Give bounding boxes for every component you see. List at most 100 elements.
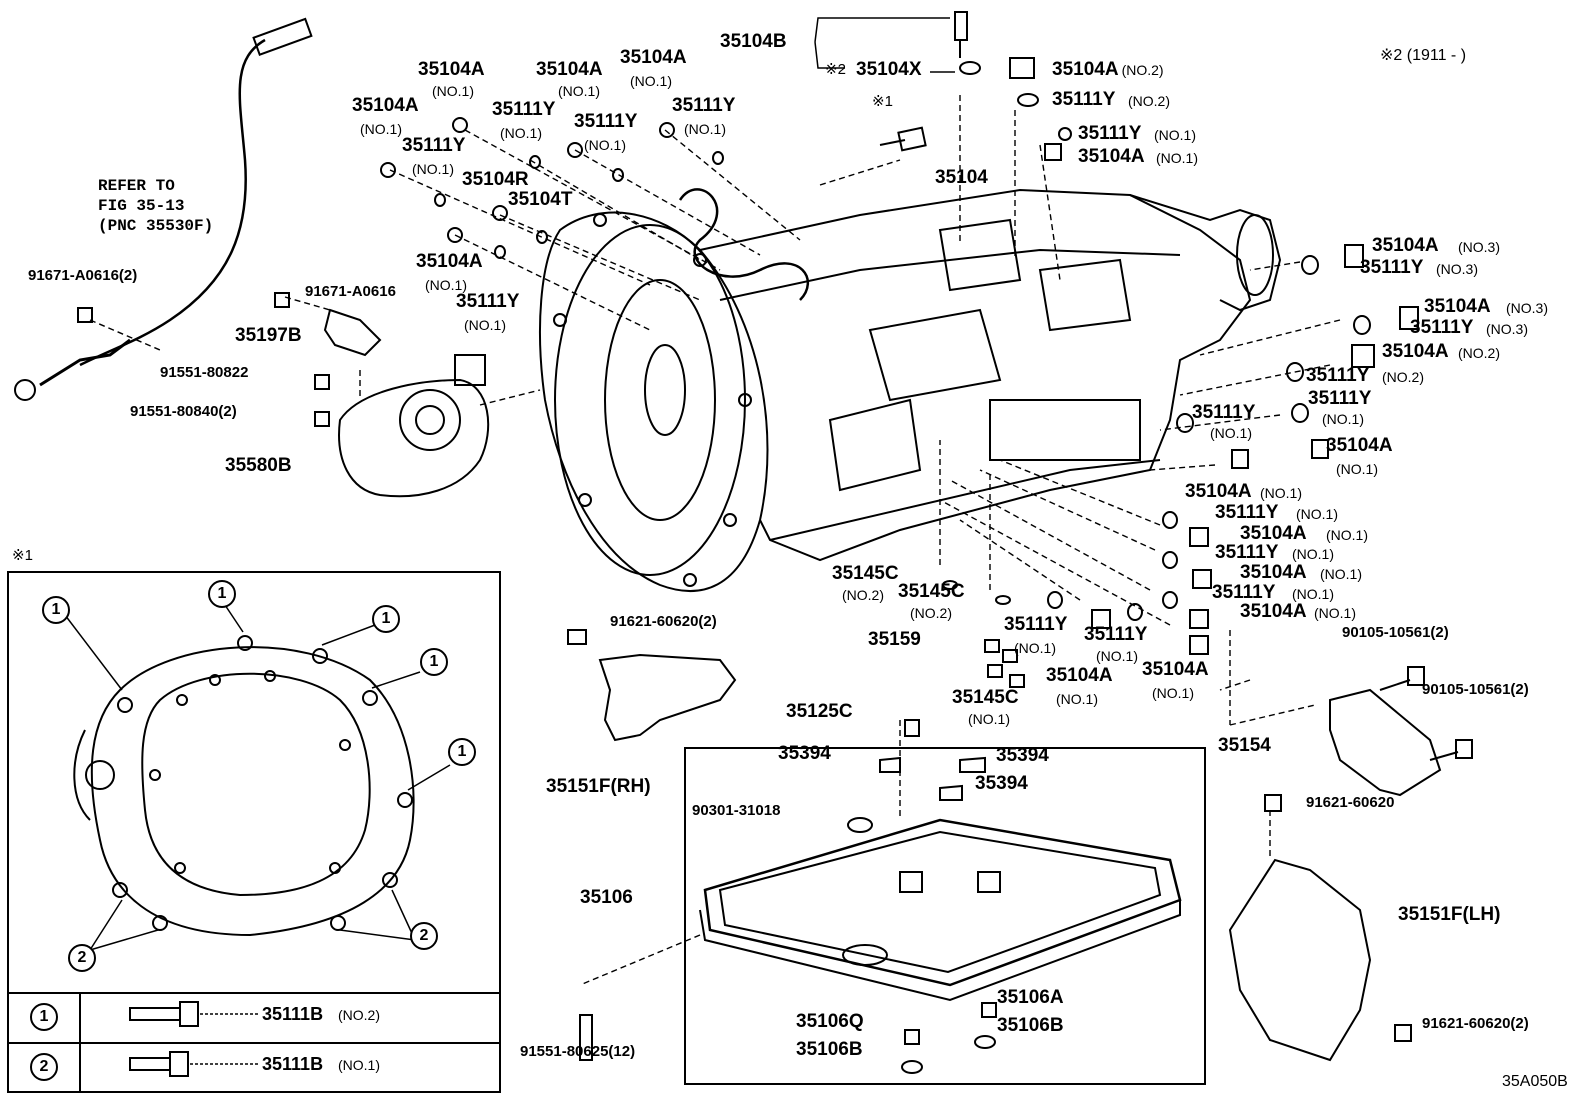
label-35104A-no1-r2: 35104A [1185, 481, 1252, 502]
bracket-35154 [1329, 688, 1442, 797]
bracket-35151F-LH [1228, 858, 1372, 1062]
qualifier-g: (NO.1) [684, 121, 726, 137]
label-35104A-no3-b: 35104A [1424, 296, 1491, 317]
qualifier-i: (NO.1) [425, 277, 467, 293]
label-35106B-b: 35106B [796, 1039, 863, 1060]
figure-code: 35A050B [1502, 1073, 1568, 1090]
marker-1-e: 1 [448, 738, 476, 766]
qual-35111Y-no1-top: (NO.1) [1154, 127, 1196, 143]
header-note: ※2 (1911 - ) [1380, 47, 1467, 64]
qualifier-e: (NO.1) [500, 125, 542, 141]
label-35394-a: 35394 [778, 743, 831, 764]
qual-35145C-c: (NO.1) [968, 711, 1010, 727]
inset-housing-drawing [73, 635, 415, 937]
legend-qual-1: (NO.2) [338, 1007, 380, 1023]
label-35104X: 35104X [856, 59, 922, 80]
label-90105-10561-2-a: 90105-10561(2) [1342, 624, 1449, 641]
label-35111Y-no3-b: 35111Y [1410, 317, 1474, 338]
qual-35111Y-no2-r: (NO.2) [1382, 369, 1424, 385]
label-35106Q: 35106Q [796, 1011, 864, 1032]
qual-35111Y-m2: (NO.1) [1096, 648, 1138, 664]
qualifier-j: (NO.1) [464, 317, 506, 333]
label-35111Y-s3: 35111Y [1212, 582, 1276, 603]
qualifier-f: (NO.1) [584, 137, 626, 153]
label-91551-80822: 91551-80822 [160, 364, 249, 381]
label-35104A-m1: 35104A [1046, 665, 1113, 686]
label-35111Y-m2: 35111Y [1084, 624, 1148, 645]
label-35106: 35106 [580, 887, 633, 908]
marker-1-c: 1 [372, 605, 400, 633]
oil-pan-box [684, 747, 1206, 1085]
asterisk1-mark: ※1 [872, 93, 893, 110]
label-35104A-no1-r1: 35104A [1326, 435, 1393, 456]
qual-35104A-no3-a: (NO.3) [1458, 239, 1500, 255]
qualifier-h: (NO.1) [412, 161, 454, 177]
qual-35111Y-no3-b: (NO.3) [1486, 321, 1528, 337]
label-35151F-LH: 35151F(LH) [1398, 904, 1501, 925]
label-35104A-s3: 35104A [1240, 601, 1307, 622]
qual-35104A-m1: (NO.1) [1056, 691, 1098, 707]
label-91671-A0616-2: 91671-A0616(2) [28, 267, 138, 284]
label-35394-c: 35394 [975, 773, 1028, 794]
label-35104A-no2-top: 35104A(NO.2) [1052, 59, 1164, 80]
qual-35111Y-no2-top: (NO.2) [1128, 93, 1170, 109]
label-35104A-no3-a: 35104A [1372, 235, 1439, 256]
label-35111Y-e: 35111Y [456, 291, 520, 312]
label-35104A-s1: 35104A [1240, 523, 1307, 544]
qual-35104A-s2: (NO.1) [1320, 566, 1362, 582]
inset-title-mark: ※1 [12, 547, 33, 564]
label-35580B: 35580B [225, 455, 292, 476]
label-35111Y-d: 35111Y [402, 135, 466, 156]
label-35104A-m2: 35104A [1142, 659, 1209, 680]
qual-35111Y-m1: (NO.1) [1014, 640, 1056, 656]
bracket-35151F-RH [598, 653, 737, 742]
label-35111Y-a: 35111Y [492, 99, 556, 120]
label-35104: 35104 [935, 167, 988, 188]
label-35104B: 35104B [720, 31, 787, 52]
qualifier-a: (NO.1) [432, 83, 474, 99]
label-35394-b: 35394 [996, 745, 1049, 766]
label-91551-80840-2: 91551-80840(2) [130, 403, 237, 420]
marker-1-a: 1 [42, 596, 70, 624]
label-35104T: 35104T [508, 189, 573, 210]
legend-qual-2: (NO.1) [338, 1057, 380, 1073]
label-90301-31018: 90301-31018 [692, 802, 781, 819]
label-35197B: 35197B [235, 325, 302, 346]
label-35111Y-no1-top: 35111Y [1078, 123, 1142, 144]
refer-line-3: (PNC 35530F) [98, 217, 214, 235]
label-35104A-b: 35104A [536, 59, 603, 80]
bolt-35111B-no1-drawing [129, 1051, 260, 1077]
label-35111Y-m1: 35111Y [1004, 614, 1068, 635]
marker-1-d: 1 [420, 648, 448, 676]
label-35104A-c: 35104A [620, 47, 687, 68]
label-35106B-a: 35106B [997, 1015, 1064, 1036]
qual-35111Y-no1-r2: (NO.1) [1210, 425, 1252, 441]
bolt-35111B-no2-drawing [129, 1001, 260, 1027]
qual-35104A-no1-r1: (NO.1) [1336, 461, 1378, 477]
oil-pump-assembly [338, 354, 490, 498]
label-35111Y-no1-r2: 35111Y [1192, 402, 1256, 423]
label-35111Y-no1-r1: 35111Y [1308, 388, 1372, 409]
qual-35104A-m2: (NO.1) [1152, 685, 1194, 701]
marker-2-a: 2 [68, 944, 96, 972]
label-35111Y-c: 35111Y [672, 95, 736, 116]
label-91621-60620-2-a: 91621-60620(2) [610, 613, 717, 630]
label-35145C-a: 35145C [832, 563, 899, 584]
qual-35104A-s3: (NO.1) [1314, 605, 1356, 621]
inset-box [7, 571, 501, 1093]
qual-35104A-no1-r2: (NO.1) [1260, 485, 1302, 501]
label-35111Y-no3-a: 35111Y [1360, 257, 1424, 278]
label-35104A-no2-r: 35104A [1382, 341, 1449, 362]
marker-1-b: 1 [208, 580, 236, 608]
label-35104A-a: 35104A [418, 59, 485, 80]
label-90105-10561-2-b: 90105-10561(2) [1422, 681, 1529, 698]
label-35104A-no1-top: 35104A [1078, 146, 1145, 167]
label-91671-A0616: 91671-A0616 [305, 283, 396, 300]
label-91621-60620: 91621-60620 [1306, 794, 1395, 811]
label-35104A-e: 35104A [416, 251, 483, 272]
label-35111Y-s1: 35111Y [1215, 502, 1279, 523]
qual-35145C-a: (NO.2) [842, 587, 884, 603]
legend-part-1: 35111B [262, 1004, 324, 1024]
label-35125C: 35125C [786, 701, 853, 722]
